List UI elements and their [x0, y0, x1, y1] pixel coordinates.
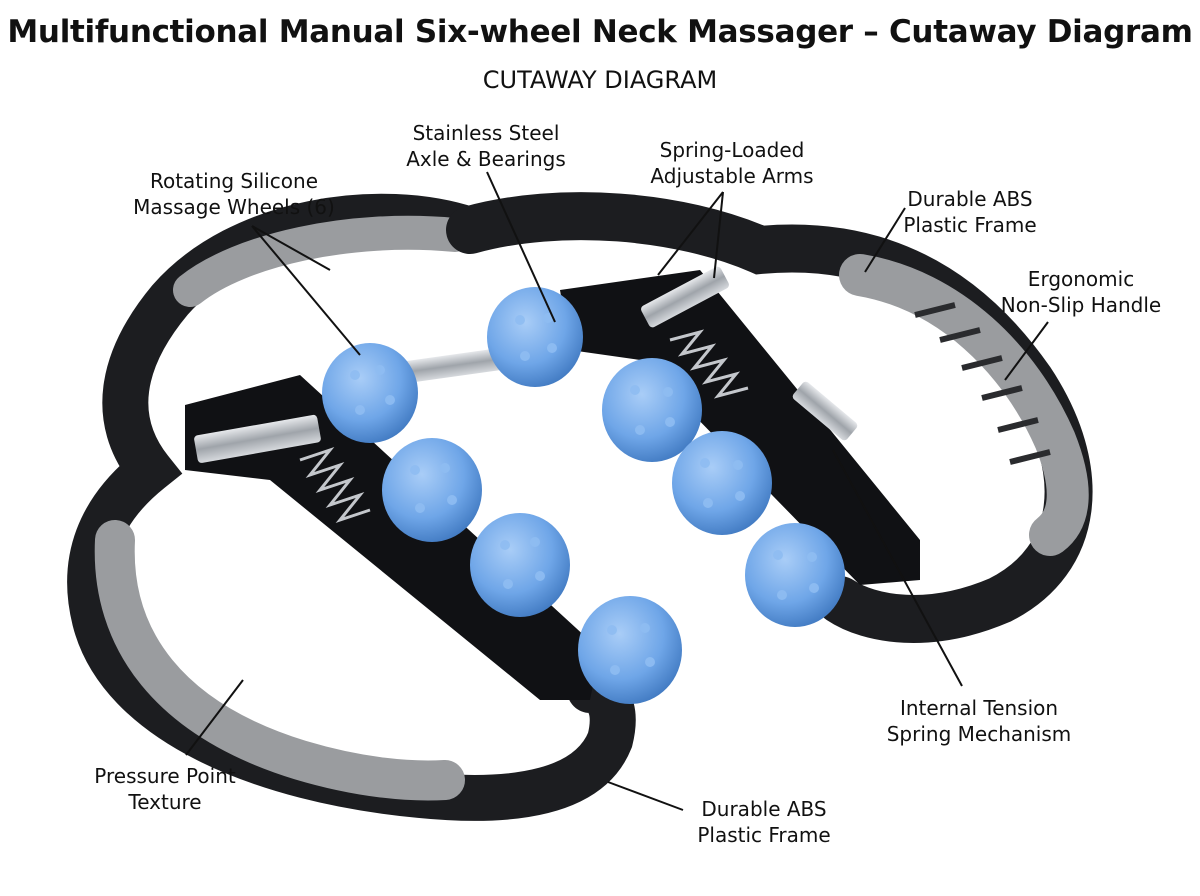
label-frame-top-line1: Durable ABS: [907, 187, 1033, 211]
label-adjustable-arms: Spring-Loaded Adjustable Arms: [650, 137, 813, 189]
wheel-3: [382, 438, 482, 542]
label-texture-line1: Pressure Point: [94, 764, 236, 788]
label-pressure-texture: Pressure Point Texture: [94, 763, 235, 815]
left-spring: [299, 446, 371, 524]
label-handle-line2: Non-Slip Handle: [1000, 293, 1162, 317]
wheel-1: [322, 343, 418, 443]
bottom-grip: [94, 520, 465, 801]
label-frame-bottom: Durable ABS Plastic Frame: [697, 796, 830, 848]
wheel-5: [578, 596, 682, 704]
right-lower-plate: [792, 381, 858, 441]
diagram-title: Multifunctional Manual Six-wheel Neck Ma…: [7, 14, 1193, 50]
wheel-4: [470, 513, 570, 617]
wheel-7: [672, 431, 772, 535]
left-arm-housing: [185, 375, 600, 700]
massage-wheels: [322, 287, 845, 704]
wheel-2: [487, 287, 583, 387]
wheel-6: [602, 358, 702, 462]
label-handle-line1: Ergonomic: [1027, 267, 1135, 291]
right-arm-housing: [560, 270, 920, 585]
label-texture-line2: Texture: [128, 790, 202, 814]
label-frame-bottom-line1: Durable ABS: [701, 797, 827, 821]
left-lever-plate: [194, 414, 321, 463]
label-massage-wheels: Rotating Silicone Massage Wheels (6): [133, 168, 335, 220]
handle-grip: [839, 254, 1089, 556]
label-arms-line1: Spring-Loaded: [659, 138, 805, 162]
label-spring-line1: Internal Tension: [899, 696, 1059, 720]
leader-lines: [185, 171, 1049, 811]
label-axle-line2: Axle & Bearings: [406, 147, 566, 171]
label-spring-line2: Spring Mechanism: [886, 722, 1072, 746]
label-handle: Ergonomic Non-Slip Handle: [1001, 266, 1161, 318]
label-massage-wheels-line2: Massage Wheels (6): [133, 195, 335, 219]
label-spring-mechanism: Internal Tension Spring Mechanism: [887, 695, 1072, 747]
right-lever-plate: [641, 266, 729, 328]
right-frame-loop: [446, 192, 1093, 643]
handle-grip-slots: [914, 302, 1051, 465]
right-spring: [669, 329, 749, 399]
left-frame-loop: [67, 193, 636, 821]
label-massage-wheels-line1: Rotating Silicone: [149, 169, 319, 193]
diagram-subtitle: CUTAWAY DIAGRAM: [482, 66, 718, 94]
label-arms-line2: Adjustable Arms: [650, 164, 814, 188]
top-grip: [173, 215, 472, 307]
label-frame-top-line2: Plastic Frame: [903, 213, 1037, 237]
label-axle-line1: Stainless Steel: [412, 121, 560, 145]
label-axle-bearings: Stainless Steel Axle & Bearings: [406, 120, 566, 172]
wheel-8: [745, 523, 845, 627]
label-frame-bottom-line2: Plastic Frame: [697, 823, 831, 847]
label-frame-top: Durable ABS Plastic Frame: [903, 186, 1036, 238]
